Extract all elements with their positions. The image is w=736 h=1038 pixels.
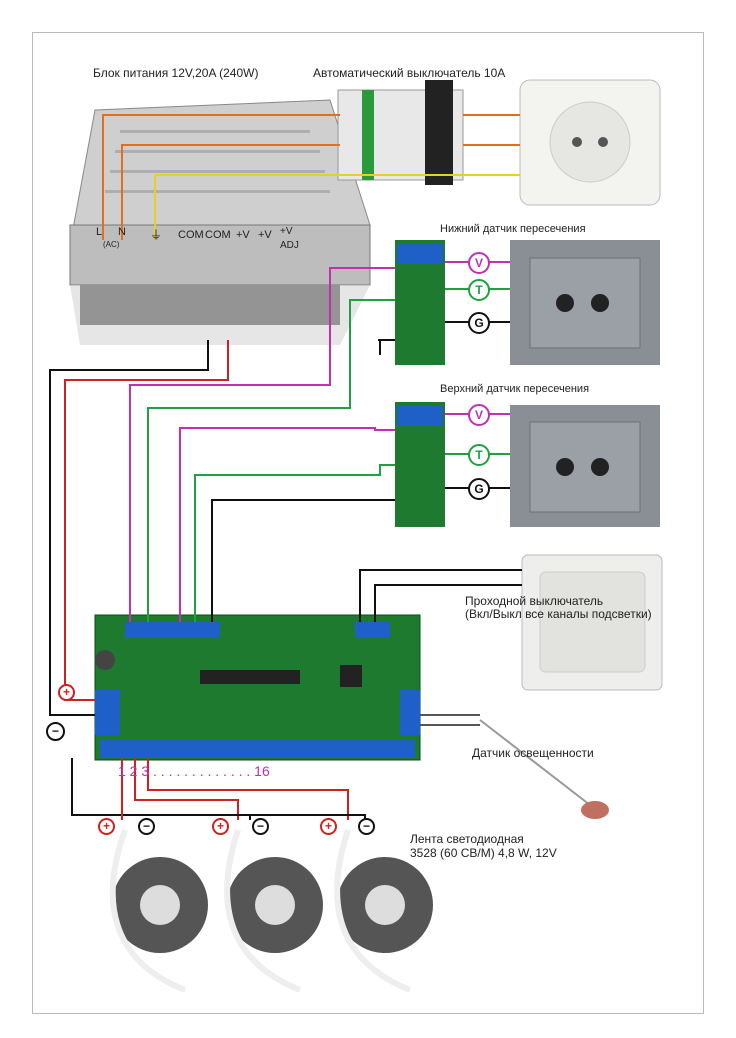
switch-label-2: (Вкл/Выкл все каналы подсветки): [465, 607, 652, 621]
minus-icon: −: [252, 818, 269, 835]
power-socket: [519, 79, 661, 206]
pass-through-switch: [521, 554, 663, 691]
controller-board: [94, 614, 421, 761]
breaker-label: Автоматический выключатель 10A: [313, 66, 506, 80]
power-supply-unit: [69, 99, 371, 345]
pin-v-upper: V: [468, 404, 490, 426]
circuit-breaker: [337, 80, 464, 185]
terminal-n: N: [118, 226, 126, 238]
lower-sensor: [395, 240, 660, 365]
plus-icon: +: [58, 684, 75, 701]
plus-icon: +: [320, 818, 337, 835]
plus-icon: +: [212, 818, 229, 835]
pin-t-lower: T: [468, 279, 490, 301]
pin-v-lower: V: [468, 252, 490, 274]
terminal-l: L: [96, 226, 103, 238]
terminal-v2: +V: [258, 229, 272, 241]
switch-label-1: Проходной выключатель: [465, 594, 604, 608]
diagram-frame: [32, 32, 704, 1014]
light-sensor-label: Датчик освещенности: [472, 746, 594, 760]
upper-sensor-label: Верхний датчик пересечения: [440, 383, 590, 395]
pin-g-upper: G: [468, 478, 490, 500]
led-label-2: 3528 (60 СВ/М) 4,8 W, 12V: [410, 846, 557, 860]
ground-terminal-icon: ⏚: [150, 228, 163, 242]
terminal-com1: COM: [178, 229, 204, 241]
terminal-ac: (AC): [103, 240, 120, 249]
light-sensor-ldr: [479, 719, 609, 819]
terminal-adj: +V ADJ: [280, 226, 299, 251]
terminal-v1: +V: [236, 229, 250, 241]
plus-icon: +: [98, 818, 115, 835]
pin-t-upper: T: [468, 444, 490, 466]
led-reels: [109, 828, 433, 993]
upper-sensor: [395, 402, 660, 527]
led-label-1: Лента светодиодная: [410, 832, 524, 846]
pin-g-lower: G: [468, 312, 490, 334]
minus-icon: −: [46, 722, 65, 741]
lower-sensor-label: Нижний датчик пересечения: [440, 223, 586, 235]
minus-icon: −: [138, 818, 155, 835]
power-supply-label: Блок питания 12V,20A (240W): [93, 66, 259, 80]
channel-numbers: 1 2 3 . . . . . . . . . . . . . 16: [118, 763, 270, 779]
minus-icon: −: [358, 818, 375, 835]
terminal-com2: COM: [205, 229, 231, 241]
